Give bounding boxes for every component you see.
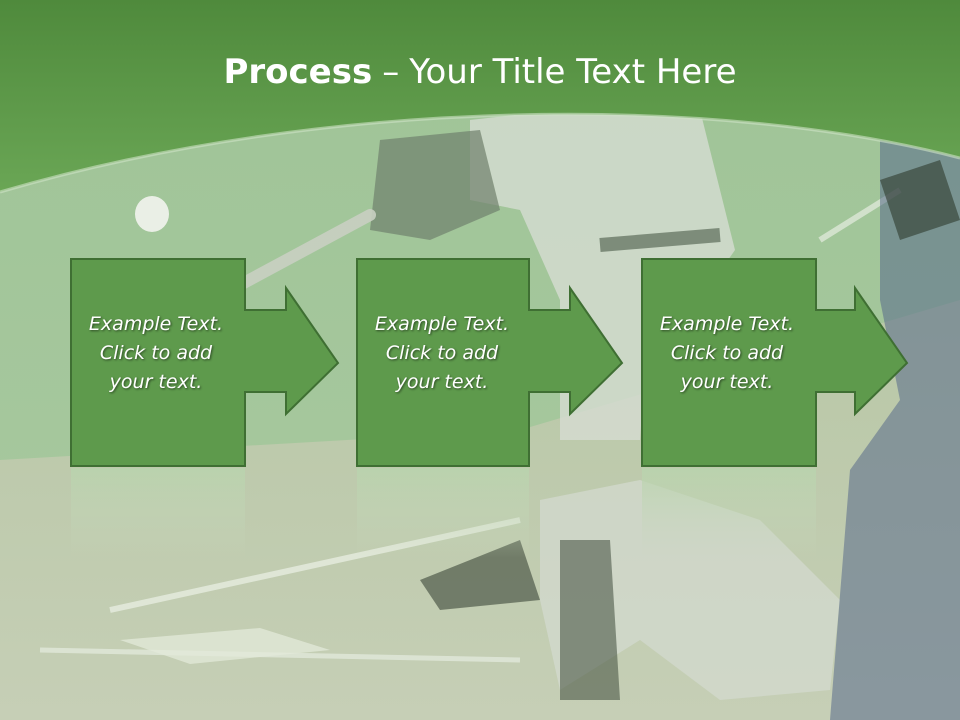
process-step-3[interactable]: Example Text. Click to add your text. <box>641 258 941 498</box>
title-bold: Process <box>223 52 373 92</box>
step-line: Example Text. <box>374 313 510 335</box>
process-step-1[interactable]: Example Text. Click to add your text. <box>70 258 370 498</box>
step-text-2: Example Text. Click to add your text. <box>356 310 528 397</box>
box-with-arrow-shape-3 <box>641 258 909 467</box>
step-line: Click to add <box>385 342 499 364</box>
step-text-1: Example Text. Click to add your text. <box>70 310 242 397</box>
step-line: Example Text. <box>88 313 224 335</box>
step-line: Click to add <box>670 342 784 364</box>
step-text-3: Example Text. Click to add your text. <box>641 310 813 397</box>
step-line: Click to add <box>99 342 213 364</box>
box-with-arrow-shape-2 <box>356 258 624 467</box>
box-with-arrow-shape-1 <box>70 258 340 467</box>
title-separator: – <box>382 52 400 92</box>
title-rest: Your Title Text Here <box>409 52 737 92</box>
step-line: your text. <box>680 371 774 393</box>
step-line: your text. <box>395 371 489 393</box>
slide-title[interactable]: Process–Your Title Text Here <box>0 52 960 92</box>
process-step-2[interactable]: Example Text. Click to add your text. <box>356 258 656 498</box>
step-line: Example Text. <box>659 313 795 335</box>
step-line: your text. <box>109 371 203 393</box>
